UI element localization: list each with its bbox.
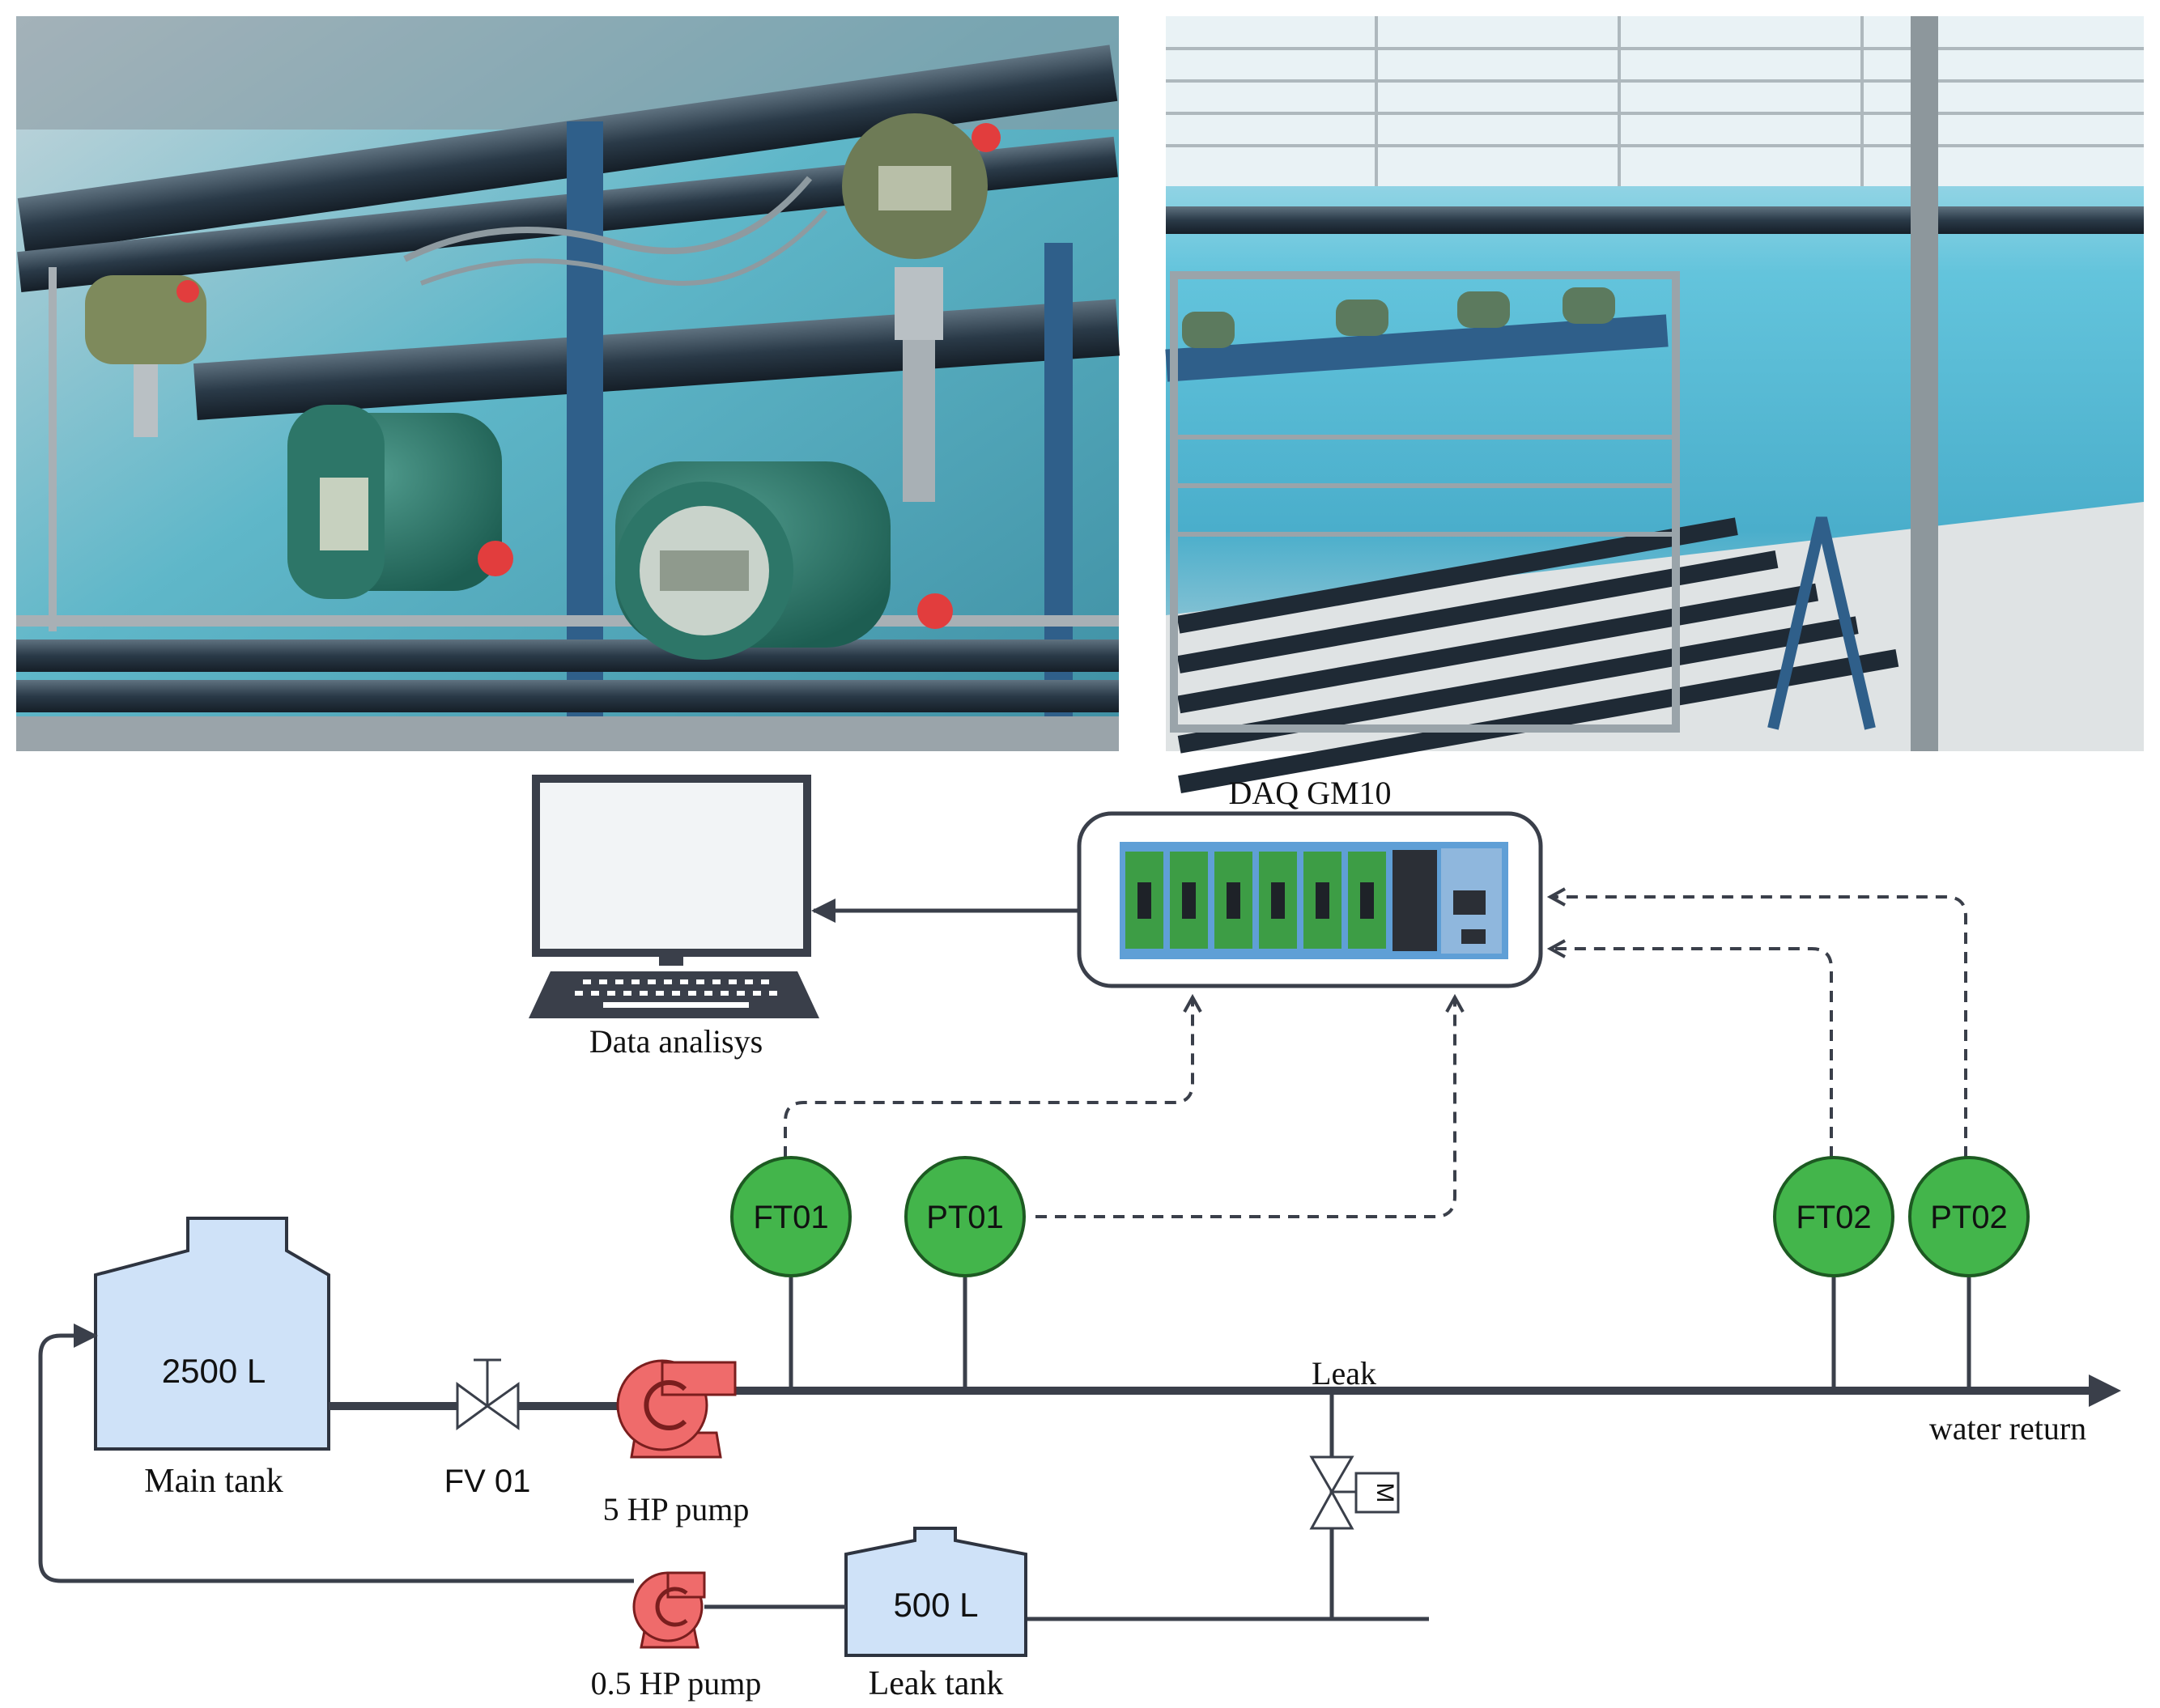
instrument-tag: PT02 [1930,1200,2008,1235]
water-return-label: water return [1929,1410,2086,1447]
main-tank-capacity: 2500 L [162,1352,266,1390]
daq-hardware-icon [1120,842,1508,959]
main-pump-icon [616,1359,737,1459]
water-return-arrowhead [2089,1374,2121,1407]
signal-line-ft02 [1550,949,1833,1158]
leak-tank-icon [844,1527,1027,1657]
manual-valve-icon [456,1358,520,1430]
instrument-pt02: FT02 PT02 [1908,1156,2030,1277]
motorized-valve-icon [1309,1455,1400,1530]
daq-title: DAQ GM10 [1228,775,1391,811]
leak-pump-icon [632,1571,706,1649]
pressure-transmitter-1-icon [85,275,206,437]
instrument-tag: FT01 [753,1200,828,1235]
instrument-tag: PT01 [926,1200,1004,1235]
leak-tank-label: Leak tank [869,1665,1004,1702]
instrument-pt01: PT01 [904,1156,1026,1277]
main-pump-label: 5 HP pump [603,1491,750,1527]
signal-line-pt01 [1035,997,1455,1218]
motorized-valve-actuator-label: M [1371,1483,1398,1503]
main-tank-label: Main tank [144,1463,283,1500]
instrument-ft01: FT01 [730,1156,852,1277]
leak-pump-label: 0.5 HP pump [591,1665,762,1702]
signal-line-pt02 [1550,897,1967,1158]
photo-transmitters-closeup [16,16,1120,751]
main-tank-icon [94,1217,330,1451]
valve-fv01-label: FV 01 [444,1464,531,1499]
photo-pipeline-test-bench [1165,16,2144,793]
flowmeter-transmitter-2-icon [615,461,953,660]
flowmeter-transmitter-1-icon [287,405,513,599]
instrument-tag: FT02 [1796,1200,1871,1235]
leak-return-pipe [38,1323,634,1583]
pressure-transmitter-2-icon [842,113,1001,502]
computer-label: Data analisys [589,1023,763,1060]
leak-label: Leak [1312,1355,1376,1391]
computer-icon [529,775,819,1018]
leak-tank-capacity: 500 L [893,1586,978,1624]
signal-line-ft01 [784,997,1193,1158]
instrument-ft02: FT02 [1773,1156,1894,1277]
